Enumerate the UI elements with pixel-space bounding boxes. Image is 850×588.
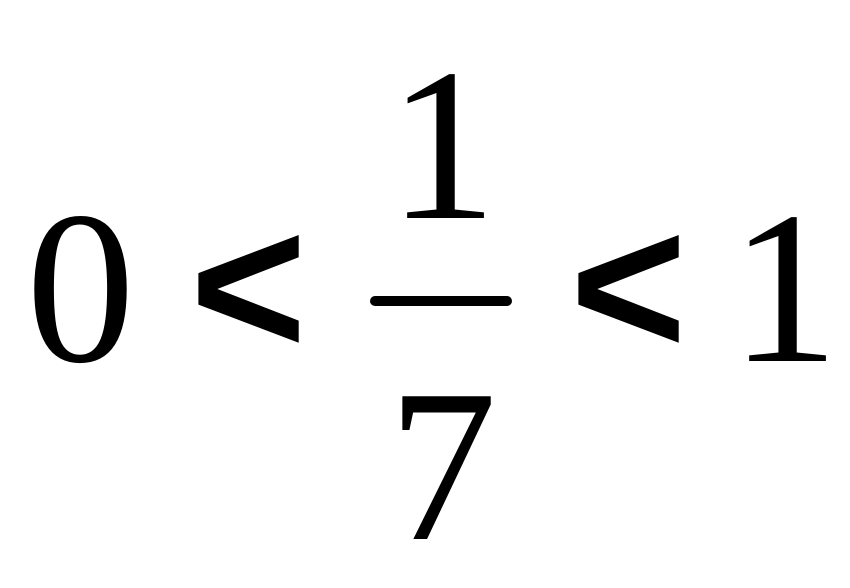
left-bound: 0 bbox=[26, 168, 135, 409]
less-than-sign-right: < bbox=[570, 175, 687, 398]
fraction-denominator: 7 bbox=[388, 346, 497, 587]
fraction-numerator: 1 bbox=[388, 25, 497, 266]
right-bound: 1 bbox=[730, 168, 839, 409]
less-than-sign-left: < bbox=[190, 175, 307, 398]
fraction-bar bbox=[370, 296, 512, 306]
